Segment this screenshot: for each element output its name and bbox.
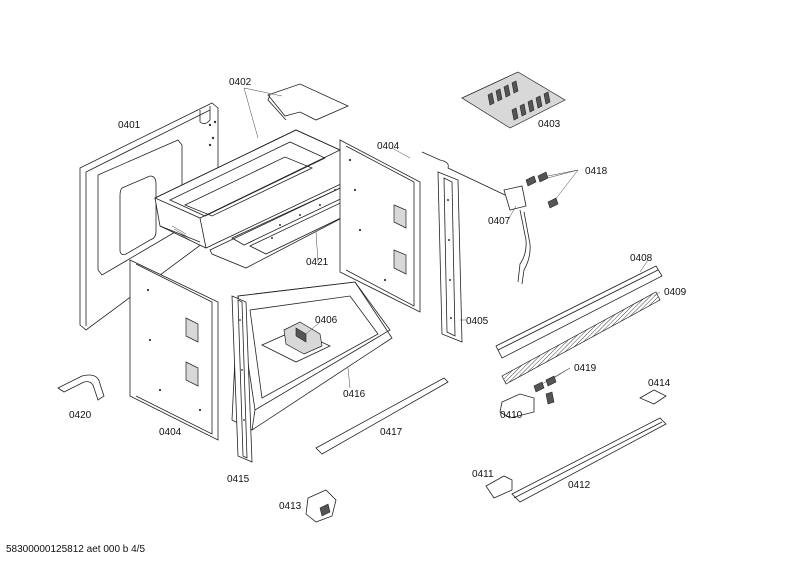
part-0419-screws [533, 375, 557, 393]
label-0413: 0413 [279, 501, 302, 512]
part-0404-right-side-panel [339, 139, 421, 313]
label-0405: 0405 [466, 316, 489, 327]
label-0415: 0415 [227, 474, 250, 485]
part-0410-hinge-bracket [499, 391, 555, 419]
document-footer: 58300000125812 aet 000 b 4/5 [6, 544, 146, 555]
part-0409-hatched-bar [501, 291, 661, 385]
leader-lines [243, 87, 661, 389]
part-0405-front-strip [437, 171, 463, 343]
label-0421: 0421 [306, 257, 329, 268]
part-0408-trim-bar [495, 265, 663, 359]
label-0404-left: 0404 [159, 427, 182, 438]
label-0408: 0408 [630, 253, 653, 264]
label-0412: 0412 [568, 480, 591, 491]
label-0406: 0406 [315, 315, 338, 326]
label-0401: 0401 [118, 120, 141, 131]
label-0404-right: 0404 [377, 141, 400, 152]
part-0404-left-side-panel [129, 259, 219, 441]
part-0407-sensor-wire [421, 151, 531, 285]
label-0416: 0416 [343, 389, 366, 400]
part-0420-wire-handle [57, 374, 105, 401]
label-0420: 0420 [69, 410, 92, 421]
part-0412-rail [511, 417, 667, 503]
label-0414: 0414 [648, 378, 671, 389]
label-0409: 0409 [664, 287, 687, 298]
part-0401-back-panel [79, 102, 219, 331]
label-0402: 0402 [229, 77, 252, 88]
part-0406-heater-element [283, 321, 323, 355]
part-0417-rail [315, 377, 449, 455]
label-0419: 0419 [574, 363, 597, 374]
label-0417: 0417 [380, 427, 403, 438]
part-0413-latch [305, 489, 337, 523]
label-0411: 0411 [472, 469, 494, 480]
label-0407: 0407 [488, 216, 511, 227]
part-0411-bracket [485, 475, 513, 499]
part-0416-oven-cavity [231, 281, 393, 431]
part-0415-front-frame [231, 295, 253, 463]
part-0418-screws [525, 171, 559, 209]
label-0410: 0410 [500, 410, 523, 421]
part-0414-clip [639, 389, 667, 405]
part-0403-hardware-bag [461, 71, 566, 129]
part-0402-top-plate [267, 83, 349, 121]
label-0418: 0418 [585, 166, 608, 177]
label-0403: 0403 [538, 119, 561, 130]
